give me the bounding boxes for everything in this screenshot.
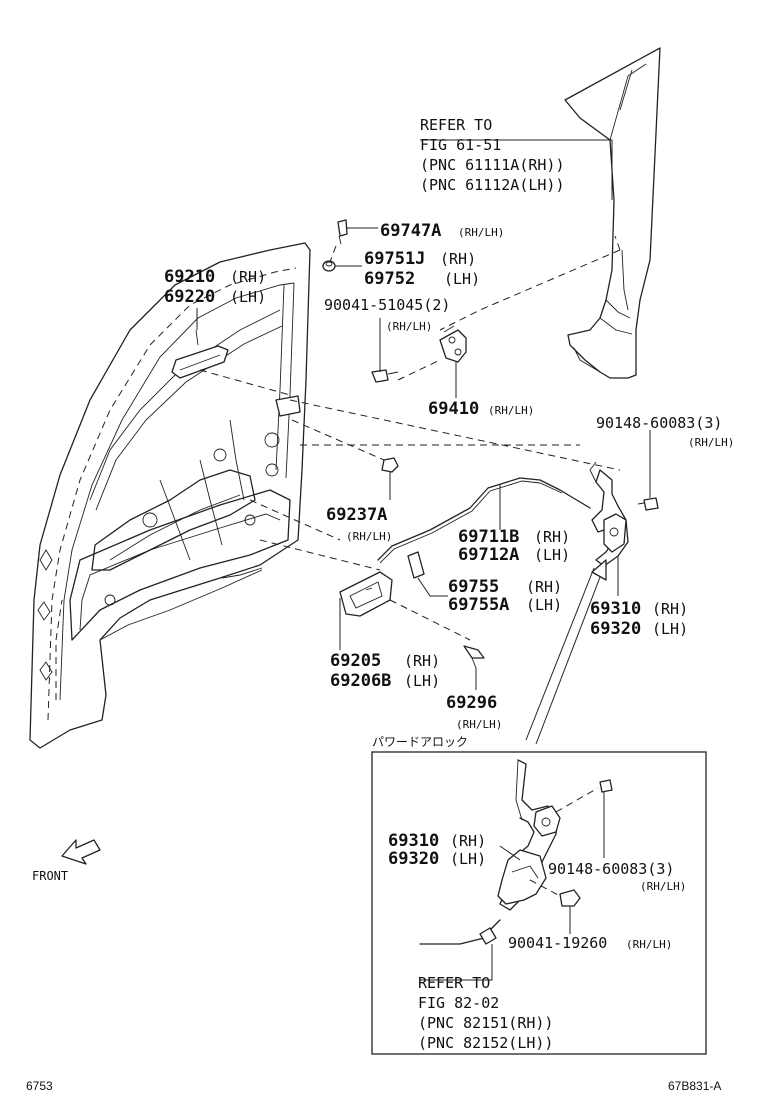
clip-69755-illustration: [407, 551, 425, 579]
part-69296-side: (RH/LH): [456, 718, 502, 731]
power-door-lock-inset: [371, 751, 707, 1055]
fastener-69747A-illustration: [337, 219, 348, 245]
refer-top-line2: FIG 61-51: [420, 136, 501, 154]
part-69747A-number: 69747A: [380, 221, 441, 241]
part-69410-side: (RH/LH): [488, 404, 534, 417]
refer-bottom-line4: (PNC 82152(LH)): [418, 1034, 553, 1052]
lock-rod-69711B-illustration: [377, 477, 591, 564]
refer-top-line1: REFER TO: [420, 116, 492, 134]
part-69755A-number: 69755A: [448, 595, 509, 615]
front-arrow-icon: [61, 839, 101, 865]
part-90148-top-side: (RH/LH): [688, 436, 734, 449]
screw-90041-51045-illustration: [371, 369, 399, 383]
part-69712A-number: 69712A: [458, 545, 519, 565]
door-panel-illustration: [29, 242, 311, 749]
screw-69296-illustration: [463, 645, 485, 669]
part-69310-box-side: (RH): [450, 832, 486, 850]
part-69320-top-number: 69320: [590, 619, 641, 639]
part-69711B-number: 69711B: [458, 527, 519, 547]
part-69310-box-number: 69310: [388, 831, 439, 851]
part-69237A-side: (RH/LH): [346, 530, 392, 543]
refer-top-line4: (PNC 61112A(LH)): [420, 176, 565, 194]
part-69220-side: (LH): [230, 288, 266, 306]
refer-top-line3: (PNC 61111A(RH)): [420, 156, 565, 174]
part-69210-side: (RH): [230, 268, 266, 286]
part-69210-number: 69210: [164, 267, 215, 287]
part-69237A-number: 69237A: [326, 505, 387, 525]
body-pillar-illustration: [564, 47, 661, 379]
bolt-69237A-illustration: [381, 457, 399, 473]
part-69711B-side: (RH): [534, 528, 570, 546]
leader-lines: [196, 139, 651, 745]
part-69712A-side: (LH): [534, 546, 570, 564]
part-69755A-side: (LH): [526, 596, 562, 614]
refer-bottom-line1: REFER TO: [418, 974, 490, 992]
part-69320-box-side: (LH): [450, 850, 486, 868]
part-69220-number: 69220: [164, 287, 215, 307]
part-69747A-side: (RH/LH): [458, 226, 504, 239]
part-69410-number: 69410: [428, 399, 479, 419]
part-69205-number: 69205: [330, 651, 381, 671]
assembly-guide-lines: [199, 235, 621, 641]
inside-handle-69205-illustration: [339, 571, 393, 617]
striker-69410-illustration: [439, 325, 467, 363]
part-90041-19260-number: 90041-19260: [508, 934, 607, 952]
part-90148-box-side: (RH/LH): [640, 880, 686, 893]
part-69751J-number: 69751J: [364, 249, 425, 269]
part-69320-box-number: 69320: [388, 849, 439, 869]
part-69310-top-number: 69310: [590, 599, 641, 619]
part-90148-box-number: 90148-60083(3): [548, 860, 674, 878]
bushing-69751J-illustration: [322, 260, 336, 272]
part-69751J-side: (RH): [440, 250, 476, 268]
door-lock-69310-illustration: [589, 461, 629, 567]
refer-bottom-line2: FIG 82-02: [418, 994, 499, 1012]
screw-90148-top-illustration: [637, 497, 659, 511]
part-69206B-side: (LH): [404, 672, 440, 690]
part-90041-51045-number: 90041-51045(2): [324, 296, 450, 314]
part-69752-side: (LH): [444, 270, 480, 288]
part-69755-side: (RH): [526, 578, 562, 596]
part-69206B-number: 69206B: [330, 671, 391, 691]
footer-figure-code: 67B831-A: [668, 1079, 721, 1093]
part-69755-number: 69755: [448, 577, 499, 597]
part-69296-number: 69296: [446, 693, 497, 713]
part-69320-top-side: (LH): [652, 620, 688, 638]
part-90041-19260-side: (RH/LH): [626, 938, 672, 951]
part-69310-top-side: (RH): [652, 600, 688, 618]
front-label: FRONT: [32, 869, 68, 883]
part-69205-side: (RH): [404, 652, 440, 670]
refer-bottom-line3: (PNC 82151(RH)): [418, 1014, 553, 1032]
footer-page-code: 6753: [26, 1079, 53, 1093]
part-90041-51045-side: (RH/LH): [386, 320, 432, 333]
part-69752-number: 69752: [364, 269, 415, 289]
part-90148-top-number: 90148-60083(3): [596, 414, 722, 432]
inset-title: パワードアロック: [372, 735, 468, 749]
